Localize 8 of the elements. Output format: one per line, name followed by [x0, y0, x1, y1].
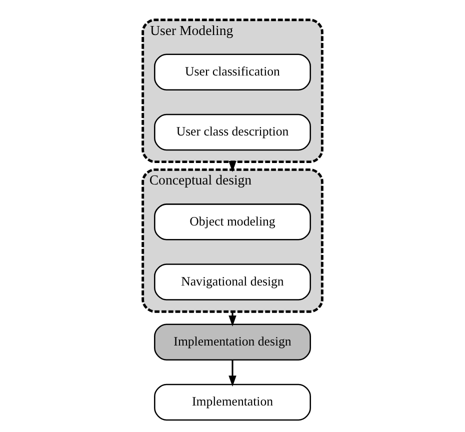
node-box: User classification — [154, 54, 311, 90]
arrow — [228, 312, 236, 327]
node-box: User class description — [154, 114, 311, 151]
node-box: Implementation design — [154, 324, 311, 361]
arrow — [228, 360, 236, 387]
node-box: Navigational design — [154, 264, 311, 300]
node-box: Object modeling — [154, 204, 311, 240]
node-box: Implementation — [154, 384, 311, 421]
